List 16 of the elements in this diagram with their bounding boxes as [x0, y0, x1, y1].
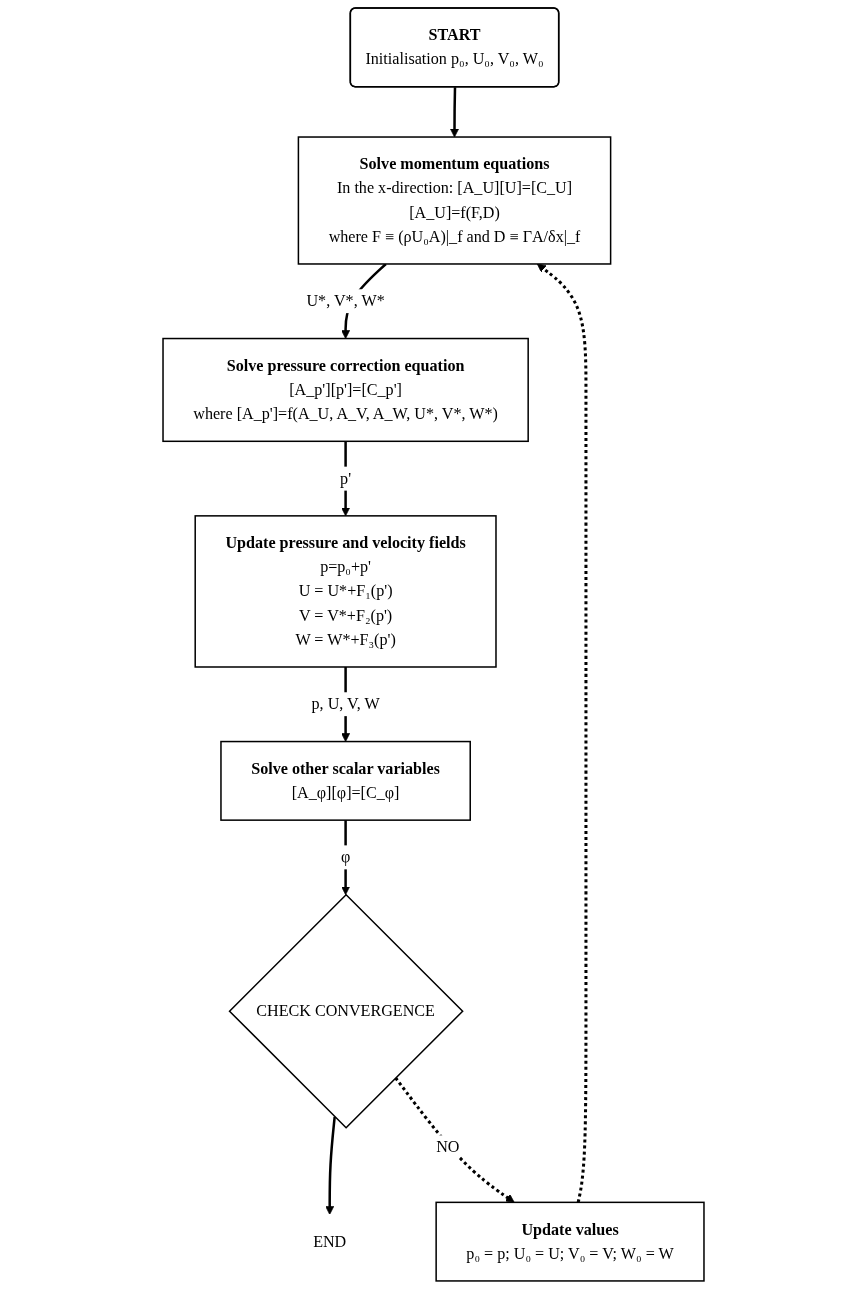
node-box: Update pressure and velocity fields p=p₀+p' U = U*+F₁(p') V = V*+F₂(p') W = W*+F₃(p') [194, 515, 497, 668]
arrow [325, 1116, 336, 1215]
edge-label: U*, V*, W* [306, 292, 385, 310]
node-box: Solve other scalar variables [A_φ][φ]=[C_φ] [220, 740, 471, 821]
edge-label: φ [340, 848, 351, 866]
node-box: Update values p₀ = p; U₀ = U; V₀ = V; W₀ = W [435, 1201, 705, 1282]
edge-label: p, U, V, W [311, 695, 380, 713]
arrow [394, 1076, 515, 1203]
node-box: Solve pressure correction equation [A_p'][p']=[C_p'] where [A_p']=f(A_U, A_V, A_W, U*, V*, W*) [162, 337, 529, 443]
node-box: Solve momentum equations In the x-direction: [A_U][U]=[C_U] [A_U]=f(F,D) where F ≡ (ρU₀A)|_f and D ≡ ΓA/δx|_f [297, 136, 612, 265]
edge-label: p' [340, 469, 352, 487]
edge-label: NO [436, 1138, 460, 1156]
arrow [450, 87, 459, 138]
node-text: END [313, 1232, 347, 1250]
arrow [536, 263, 588, 1203]
node-diamond: CHECK CONVERGENCE [228, 893, 464, 1129]
